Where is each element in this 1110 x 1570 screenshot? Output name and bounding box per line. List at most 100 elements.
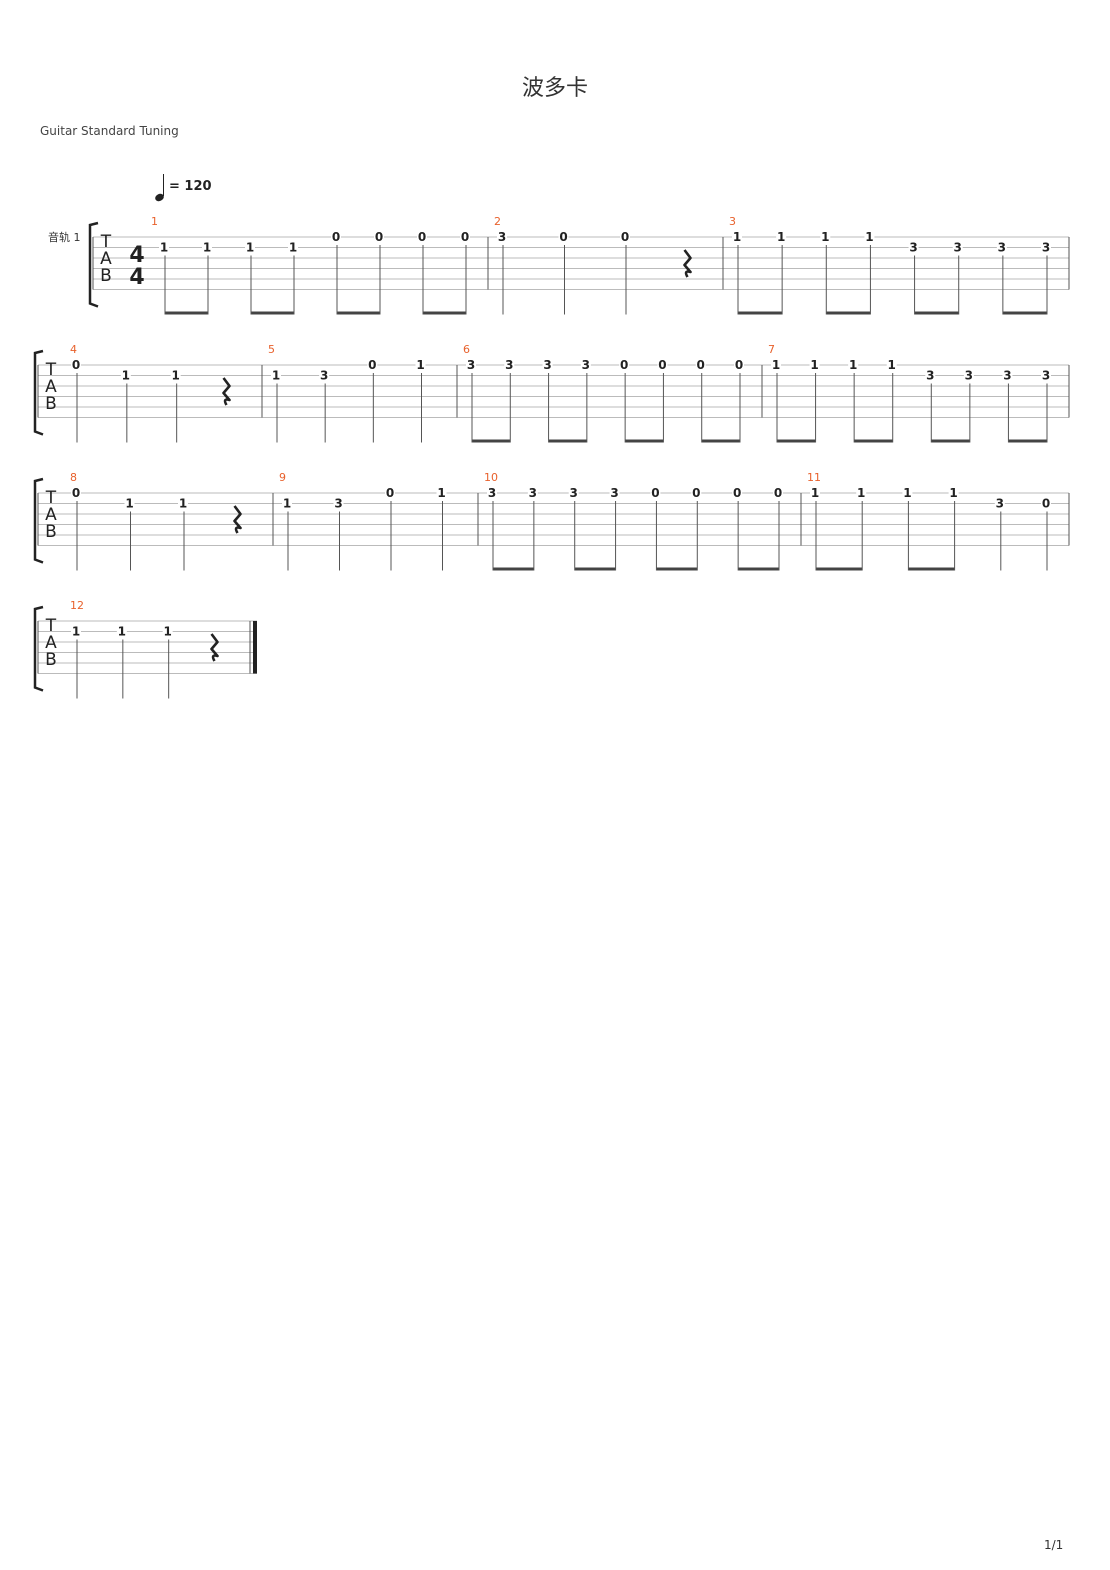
- system-bracket: [88, 221, 99, 308]
- fret-bg: [333, 497, 344, 510]
- measure-number: 5: [268, 343, 275, 356]
- fret-bg: [71, 487, 81, 499]
- fret-bg: [271, 369, 281, 382]
- fret-number: 1: [118, 625, 126, 639]
- beam: [423, 311, 466, 315]
- fret-number: 3: [996, 497, 1004, 511]
- tab-clef-letter: A: [45, 377, 57, 397]
- fret-bg: [466, 359, 476, 371]
- fret-bg: [963, 369, 974, 382]
- fret-number: 3: [1042, 369, 1050, 383]
- fret-number: 0: [733, 486, 741, 500]
- fret-number: 1: [857, 486, 865, 500]
- fret-bg: [159, 241, 169, 254]
- fret-number: 0: [697, 358, 705, 372]
- fret-number: 0: [692, 486, 700, 500]
- fret-bg: [925, 369, 936, 382]
- fret-number: 1: [125, 497, 133, 511]
- fret-number: 0: [621, 230, 629, 244]
- fret-number: 1: [122, 369, 130, 383]
- fret-number: 0: [461, 230, 469, 244]
- fret-bg: [385, 487, 395, 499]
- fret-number: 3: [543, 358, 551, 372]
- tab-clef-letter: B: [45, 394, 57, 414]
- time-signature-denominator: 4: [129, 265, 144, 290]
- fret-bg: [558, 231, 569, 243]
- fret-number: 1: [865, 230, 873, 244]
- fret-bg: [319, 369, 330, 382]
- fret-number: 0: [651, 486, 659, 500]
- beam: [826, 311, 871, 315]
- fret-number: 1: [171, 369, 179, 383]
- fret-bg: [282, 497, 292, 510]
- fret-bg: [650, 487, 661, 499]
- system-bracket: [33, 477, 44, 564]
- fret-bg: [1002, 369, 1013, 382]
- measure-number: 2: [494, 215, 501, 228]
- fret-number: 1: [949, 486, 957, 500]
- fret-bg: [568, 487, 579, 499]
- fret-bg: [542, 359, 553, 371]
- fret-bg: [1041, 497, 1051, 510]
- fret-number: 1: [777, 230, 785, 244]
- fret-bg: [580, 359, 591, 371]
- fret-number: 0: [774, 486, 782, 500]
- beam: [251, 311, 294, 315]
- fret-bg: [71, 625, 81, 638]
- fret-number: 1: [272, 369, 280, 383]
- fret-bg: [996, 241, 1007, 254]
- fret-bg: [619, 359, 630, 371]
- fret-number: 3: [610, 486, 618, 500]
- fret-number: 3: [320, 369, 328, 383]
- beam: [165, 311, 208, 315]
- fret-number: 0: [418, 230, 426, 244]
- fret-number: 0: [72, 358, 80, 372]
- fret-number: 1: [283, 497, 291, 511]
- track-name: 音轨 1: [48, 231, 81, 244]
- fret-bg: [734, 359, 744, 371]
- fret-bg: [856, 487, 867, 499]
- fret-number: 0: [332, 230, 340, 244]
- fret-bg: [732, 487, 743, 499]
- fret-number: 3: [1042, 241, 1050, 255]
- fret-bg: [886, 359, 897, 371]
- fret-number: 1: [246, 241, 254, 255]
- fret-bg: [178, 497, 188, 510]
- fret-bg: [162, 625, 173, 638]
- fret-number: 3: [488, 486, 496, 500]
- beam: [493, 567, 534, 571]
- measure-number: 3: [729, 215, 736, 228]
- fret-bg: [116, 625, 127, 638]
- fret-number: 3: [954, 241, 962, 255]
- measure-number: 11: [807, 471, 821, 484]
- fret-number: 1: [437, 486, 445, 500]
- fret-bg: [487, 487, 497, 499]
- fret-bg: [71, 359, 81, 371]
- fret-bg: [609, 487, 620, 499]
- fret-bg: [415, 359, 426, 371]
- fret-number: 1: [163, 625, 171, 639]
- fret-bg: [620, 231, 630, 243]
- fret-number: 0: [1042, 497, 1050, 511]
- quarter-note-icon: [163, 174, 165, 196]
- fret-number: 3: [998, 241, 1006, 255]
- fret-bg: [691, 487, 702, 499]
- fret-bg: [288, 241, 298, 254]
- beam: [701, 439, 740, 443]
- tuning-label: Guitar Standard Tuning: [40, 124, 179, 138]
- fret-bg: [1041, 241, 1051, 254]
- fret-bg: [202, 241, 212, 254]
- fret-bg: [657, 359, 668, 371]
- fret-number: 3: [334, 497, 342, 511]
- fret-bg: [820, 231, 831, 243]
- beam: [472, 439, 511, 443]
- fret-number: 0: [72, 486, 80, 500]
- fret-number: 0: [559, 230, 567, 244]
- fret-number: 1: [849, 358, 857, 372]
- beam: [777, 439, 816, 443]
- page-number: 1/1: [1044, 1538, 1064, 1552]
- fret-number: 0: [386, 486, 394, 500]
- measure-number: 7: [768, 343, 775, 356]
- fret-number: 1: [72, 625, 80, 639]
